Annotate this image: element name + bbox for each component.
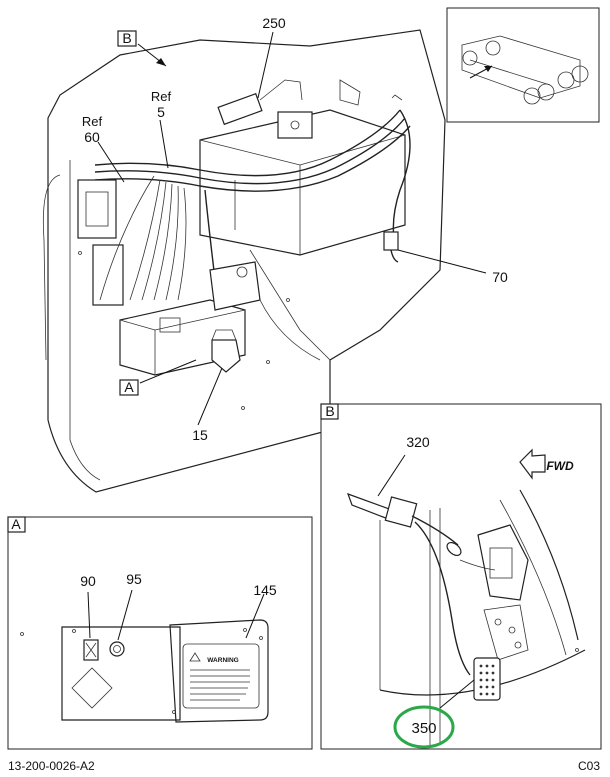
detail-a-panel: A WARNING 90 95 145 [7,516,313,750]
callout-145: 145 [253,582,277,598]
connector-250 [217,92,263,126]
grommet-15 [211,339,241,373]
warning-placard [169,619,269,723]
detail-b-panel: B FWD [320,403,602,750]
detail-b-label: B [325,403,334,419]
fwd-arrow-icon [519,448,546,480]
callout-320: 320 [406,434,430,450]
sheet-code: C03 [578,759,600,773]
highlight-circle [393,705,455,749]
view-marker-a-text: A [124,379,134,395]
callout-90: 90 [80,573,96,589]
connector-70 [383,231,399,251]
fwd-text: FWD [546,459,574,473]
callout-5-ref: Ref [151,89,172,104]
callout-15: 15 [192,427,208,443]
drawing-number: 13-200-0026-A2 [8,759,95,773]
callout-5: 5 [157,104,165,120]
main-illustration [43,29,446,493]
callout-60-ref: Ref [82,114,103,129]
callout-70: 70 [492,269,508,285]
view-marker-b [117,30,137,47]
callout-350: 350 [411,720,436,737]
warning-text: WARNING [207,657,238,664]
view-marker-b-text: B [122,30,131,46]
detail-a-label: A [11,516,21,532]
callout-95: 95 [126,571,142,587]
mount-bracket [277,111,313,139]
main-leader-lines [97,31,487,426]
switch-block [77,179,117,239]
callout-60: 60 [84,129,100,145]
view-marker-a [119,379,139,396]
indicator-95 [109,641,125,657]
callout-250: 250 [262,15,286,31]
truck-locator-inset [446,7,600,123]
